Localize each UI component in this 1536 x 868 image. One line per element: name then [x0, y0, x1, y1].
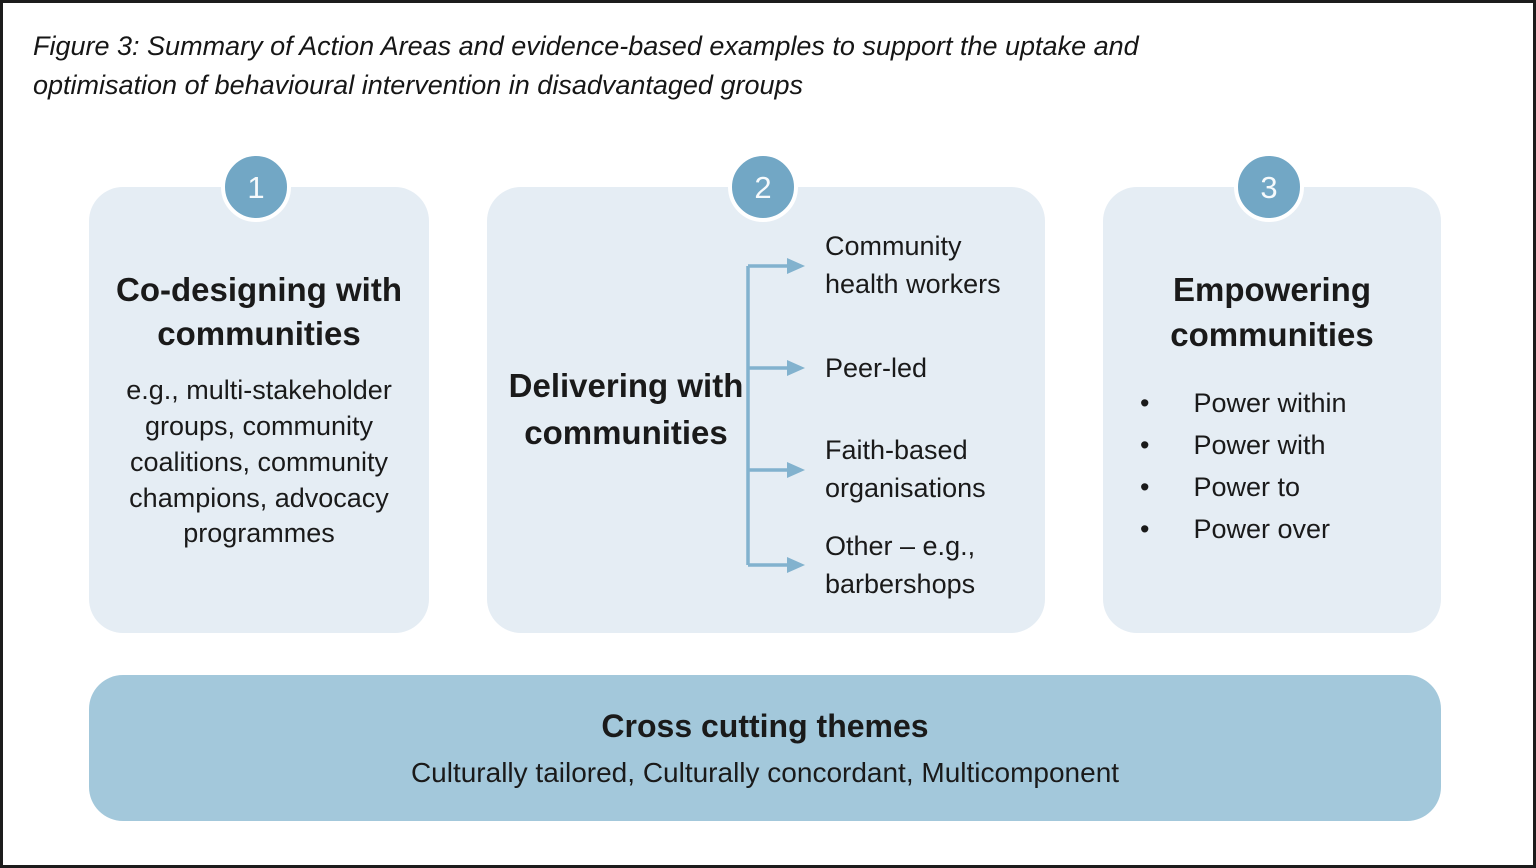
step-3-number: 3 [1260, 169, 1278, 205]
card-co-designing-examples: e.g., multi-stakeholder groups, communit… [126, 374, 392, 549]
step-3-badge: 3 [1234, 152, 1304, 222]
card-delivering: Delivering with communities Community he… [487, 187, 1045, 633]
branch-other-barbershops: Other – e.g., barbershops [825, 531, 976, 599]
card-delivering-title: Delivering with communities [508, 367, 744, 451]
card-co-designing-content: Co-designing with communities e.g., mult… [89, 187, 429, 633]
branch-community-health-workers: Community health workers [825, 231, 1001, 299]
card-empowering: Empowering communities Power within Powe… [1103, 187, 1441, 633]
branch-faith-based-organisations: Faith-based organisations [825, 435, 986, 503]
step-2-badge: 2 [728, 152, 798, 222]
cross-cutting-themes-bar: Cross cutting themes Culturally tailored… [89, 675, 1441, 821]
bullet-power-to: Power to [1132, 468, 1412, 506]
bullet-power-with: Power with [1132, 426, 1412, 464]
power-bullet-list: Power within Power with Power to Power o… [1132, 380, 1412, 552]
branch-peer-led: Peer-led [825, 353, 928, 383]
figure-caption: Figure 3: Summary of Action Areas and ev… [33, 31, 1139, 101]
card-empowering-title: Empowering communities [1170, 271, 1374, 353]
branch-arrows-icon [746, 258, 805, 573]
step-1-number: 1 [247, 169, 265, 205]
bullet-power-within: Power within [1132, 384, 1412, 422]
step-2-number: 2 [754, 169, 772, 205]
card-co-designing-title: Co-designing with communities [116, 270, 402, 353]
card-empowering-content: Empowering communities Power within Powe… [1103, 187, 1441, 633]
cross-cutting-title: Cross cutting themes [601, 707, 929, 744]
card-co-designing: Co-designing with communities e.g., mult… [89, 187, 429, 633]
cross-cutting-subtitle: Culturally tailored, Culturally concorda… [410, 757, 1120, 789]
bullet-power-over: Power over [1132, 510, 1412, 548]
step-1-badge: 1 [221, 152, 291, 222]
